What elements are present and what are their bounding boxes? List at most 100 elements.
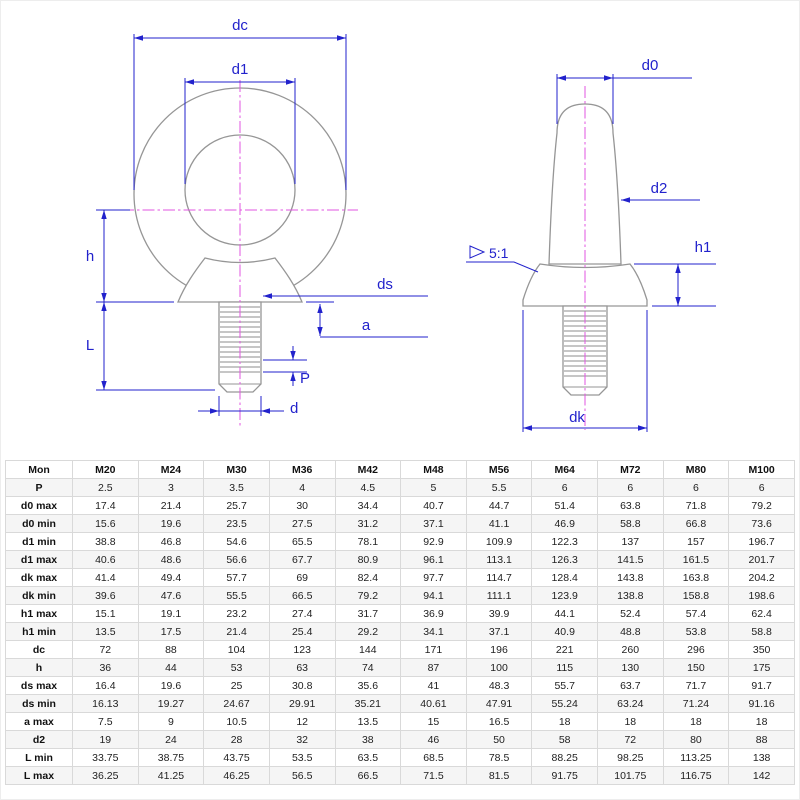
table-cell: 15 [400,712,467,731]
size-column-header: M100 [728,460,795,479]
size-column-header: M36 [268,460,336,479]
dim-h: h [86,209,174,303]
dim-a: a [306,301,428,338]
table-cell: 55.5 [203,586,270,605]
table-cell: 3 [137,478,205,497]
table-cell: 71.24 [662,694,730,713]
dim-d: d [198,396,298,417]
table-cell: 158.8 [662,586,730,605]
table-cell: 55.7 [531,676,598,695]
row-label: d0 min [5,514,73,533]
table-cell: 32 [268,730,336,749]
table-cell: 81.5 [465,766,533,785]
table-cell: 4.5 [334,478,402,497]
table-cell: 123.9 [531,586,598,605]
table-cell: 74 [334,658,402,677]
table-cell: 109.9 [465,532,533,551]
row-label: d0 max [5,496,73,515]
table-cell: 17.4 [72,496,139,515]
table-cell: 122.3 [531,532,598,551]
table-cell: 82.4 [334,568,402,587]
table-cell: 19.1 [137,604,205,623]
table-cell: 138.8 [597,586,664,605]
table-cell: 55.24 [531,694,598,713]
table-cell: 17.5 [137,622,205,641]
size-column-header: M24 [137,460,205,479]
table-cell: 115 [531,658,598,677]
table-cell: 21.4 [203,622,270,641]
table-cell: 71.5 [400,766,467,785]
table-cell: 16.4 [72,676,139,695]
row-label: L max [5,766,73,785]
taper-label: 5:1 [489,245,509,261]
row-label: ds max [5,676,73,695]
size-column-header: M80 [662,460,730,479]
table-cell: 130 [597,658,664,677]
table-cell: 58.8 [728,622,795,641]
table-cell: 31.7 [334,604,402,623]
table-cell: 27.5 [268,514,336,533]
table-cell: 47.91 [465,694,533,713]
table-cell: 23.5 [203,514,270,533]
table-cell: 141.5 [597,550,664,569]
size-column-header: M42 [334,460,402,479]
row-label: dk max [5,568,73,587]
dim-label-dc: dc [232,17,248,34]
table-cell: 2.5 [72,478,139,497]
table-cell: 143.8 [597,568,664,587]
table-cell: 29.2 [334,622,402,641]
table-cell: 28 [203,730,270,749]
dim-label-dk: dk [569,409,585,426]
table-cell: 113.25 [662,748,730,767]
table-cell: 104 [203,640,270,659]
dim-d1: d1 [184,61,296,184]
table-cell: 65.5 [268,532,336,551]
table-cell: 51.4 [531,496,598,515]
row-label: L min [5,748,73,767]
table-cell: 260 [597,640,664,659]
table-cell: 53.8 [662,622,730,641]
table-cell: 52.4 [597,604,664,623]
table-cell: 40.61 [400,694,467,713]
table-cell: 296 [662,640,730,659]
table-cell: 71.8 [662,496,730,515]
table-cell: 44.7 [465,496,533,515]
table-cell: 204.2 [728,568,795,587]
dim-d0: d0 [556,57,692,124]
table-cell: 18 [597,712,664,731]
table-cell: 46.8 [137,532,205,551]
table-cell: 221 [531,640,598,659]
row-label: h [5,658,73,677]
taper-leader-line [466,261,539,273]
table-cell: 88.25 [531,748,598,767]
table-cell: 36.25 [72,766,139,785]
table-cell: 63 [268,658,336,677]
table-cell: 6 [662,478,730,497]
table-cell: 56.6 [203,550,270,569]
dim-P: P [263,346,310,387]
table-cell: 12 [268,712,336,731]
table-cell: 18 [531,712,598,731]
table-cell: 66.5 [334,766,402,785]
table-cell: 98.25 [597,748,664,767]
table-cell: 114.7 [465,568,533,587]
table-cell: 150 [662,658,730,677]
table-cell: 87 [400,658,467,677]
table-cell: 49.4 [137,568,205,587]
taper-triangle-icon [469,245,486,259]
table-cell: 4 [268,478,336,497]
table-cell: 6 [597,478,664,497]
table-cell: 68.5 [400,748,467,767]
table-cell: 25 [203,676,270,695]
table-cell: 25.4 [268,622,336,641]
corner-header: Mon [5,460,73,479]
table-cell: 9 [137,712,205,731]
